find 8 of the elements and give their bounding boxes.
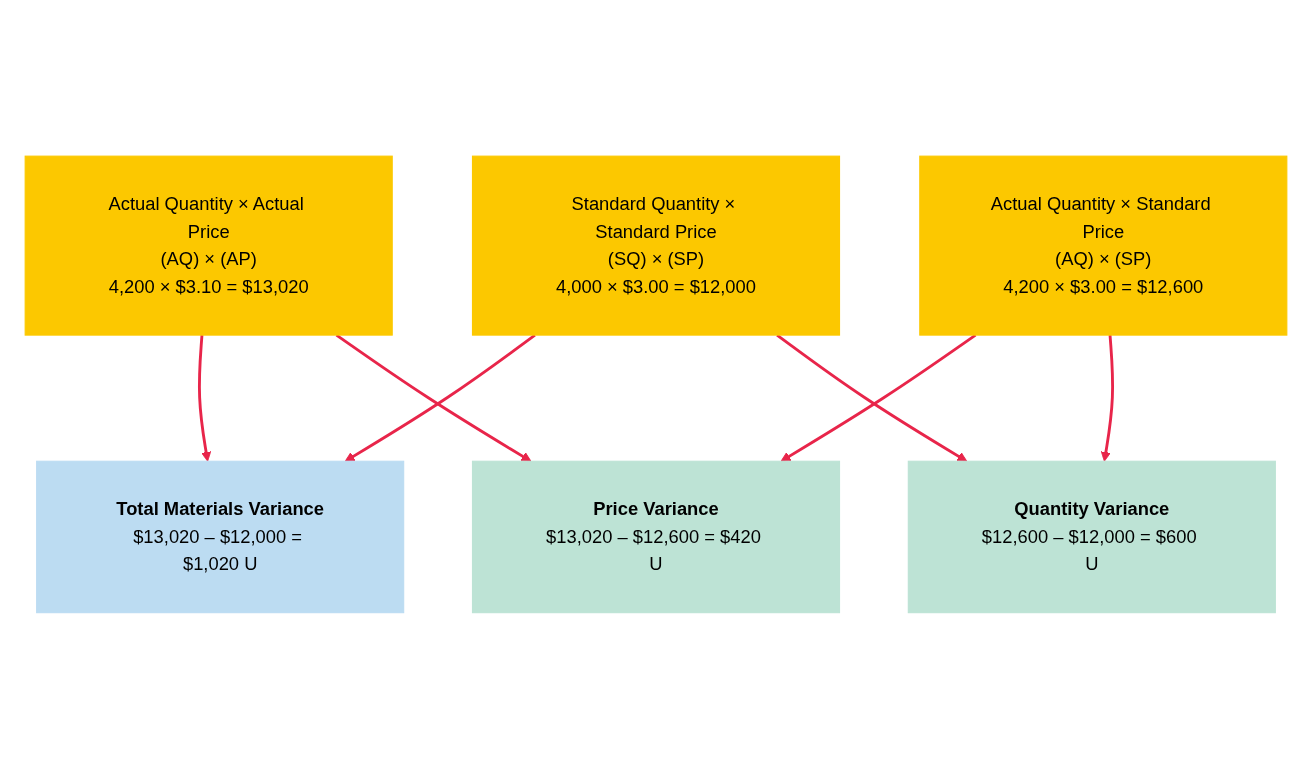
- node-box: Quantity Variance $12,600 – $12,000 = $600 U: [907, 460, 1276, 614]
- arrow: [1100, 335, 1114, 462]
- arrow: [197, 335, 211, 462]
- node-box: Total Materials Variance $13,020 – $12,000 = $1,020 U: [35, 460, 404, 614]
- node-box: Actual Quantity × Actual Price (AQ) × (AP) 4,200 × $3.10 = $13,020: [24, 155, 393, 336]
- node-box: Standard Quantity × Standard Price (SQ) × (SP) 4,000 × $3.00 = $12,000: [471, 155, 840, 336]
- node-box: Price Variance $13,020 – $12,600 = $420 U: [471, 460, 840, 614]
- node-box: Actual Quantity × Standard Price (AQ) × (SP) 4,200 × $3.00 = $12,600: [918, 155, 1287, 336]
